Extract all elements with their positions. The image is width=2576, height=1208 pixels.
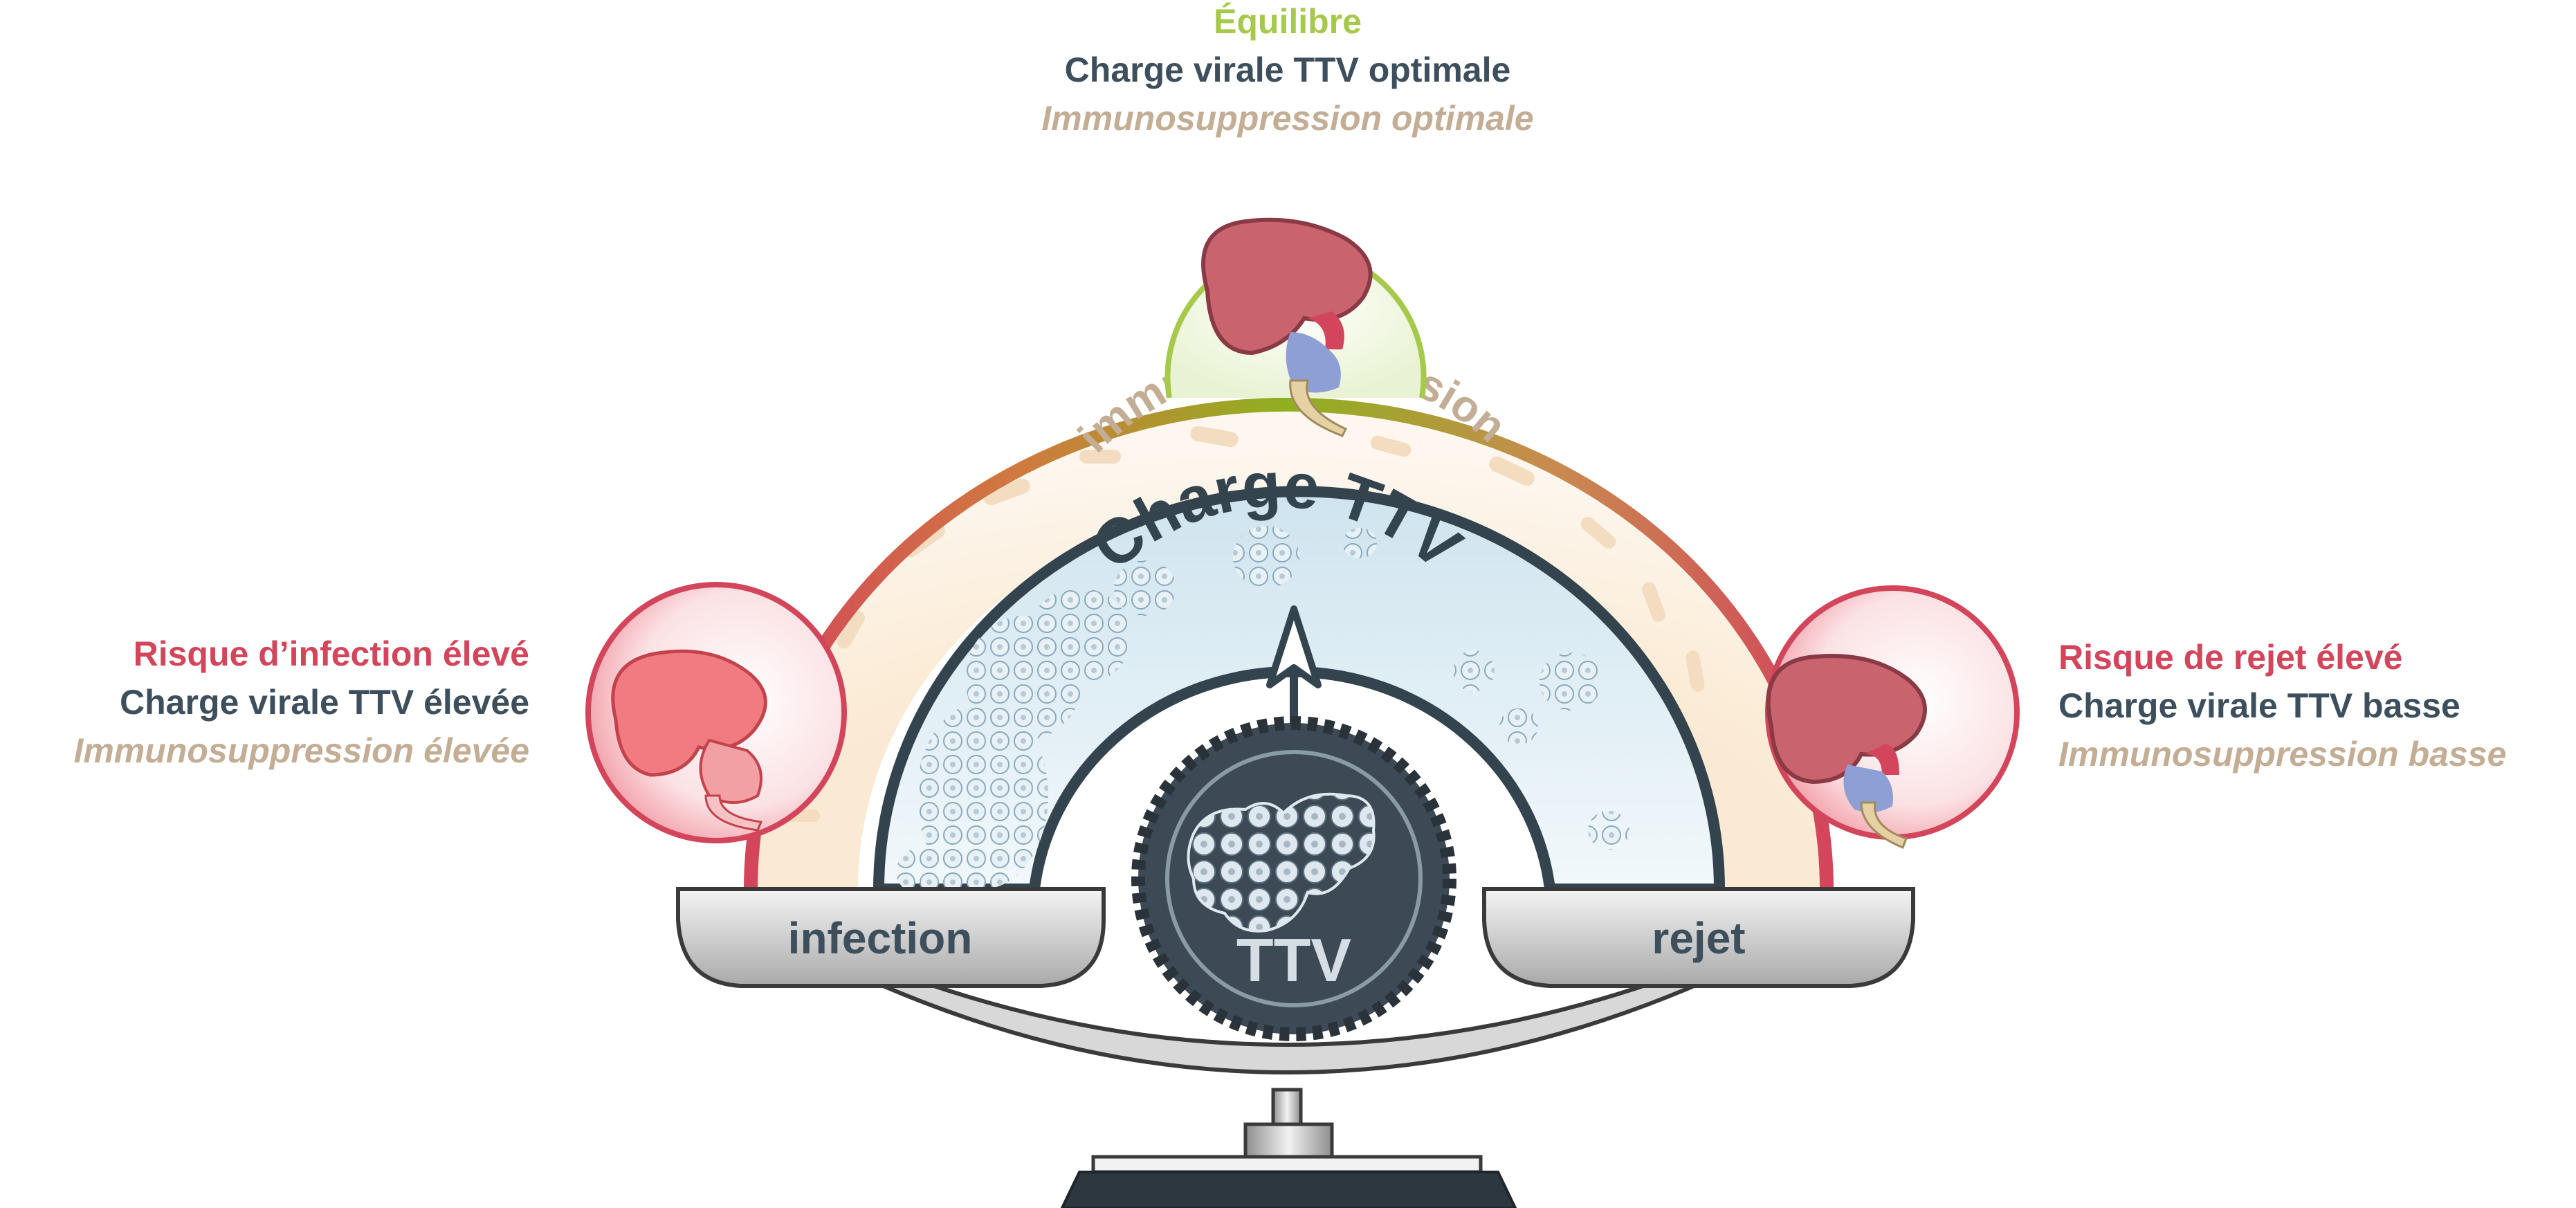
balanced-kidney-badge xyxy=(1164,217,1427,437)
infection-kidney-badge xyxy=(585,582,847,843)
kidney-icon-infected xyxy=(611,649,767,832)
right-load-label: Charge virale TTV basse xyxy=(2058,686,2460,725)
right-status-label: Risque de rejet élevé xyxy=(2058,638,2403,677)
kidney-icon-rejection xyxy=(1766,654,1927,849)
left-pan-label: infection xyxy=(788,913,973,963)
left-immuno-label: Immunosuppression élevée xyxy=(73,731,529,770)
left-load-label: Charge virale TTV élevée xyxy=(120,683,529,722)
ttv-gear-hub: TTV xyxy=(1131,716,1456,1041)
right-scale-pan: rejet xyxy=(1482,887,1915,988)
scale-base xyxy=(874,980,1703,1208)
ttv-particle-clusters xyxy=(896,526,1629,899)
kidney-icon-healthy xyxy=(1201,217,1373,437)
left-status-label: Risque d’infection élevé xyxy=(133,634,529,673)
ttv-hub-label: TTV xyxy=(1236,926,1352,994)
immunosuppression-band xyxy=(751,404,1827,889)
ttv-virion-cluster xyxy=(1187,792,1376,933)
right-pan-label: rejet xyxy=(1652,913,1745,963)
top-immuno-label: Immunosuppression optimale xyxy=(1041,99,1534,138)
left-scale-pan: infection xyxy=(676,887,1106,988)
right-immuno-label: Immunosuppression basse xyxy=(2058,735,2507,774)
top-load-label: Charge virale TTV optimale xyxy=(1064,51,1511,89)
rejection-kidney-badge xyxy=(1765,585,2020,849)
top-status-label: Équilibre xyxy=(1214,2,1362,41)
